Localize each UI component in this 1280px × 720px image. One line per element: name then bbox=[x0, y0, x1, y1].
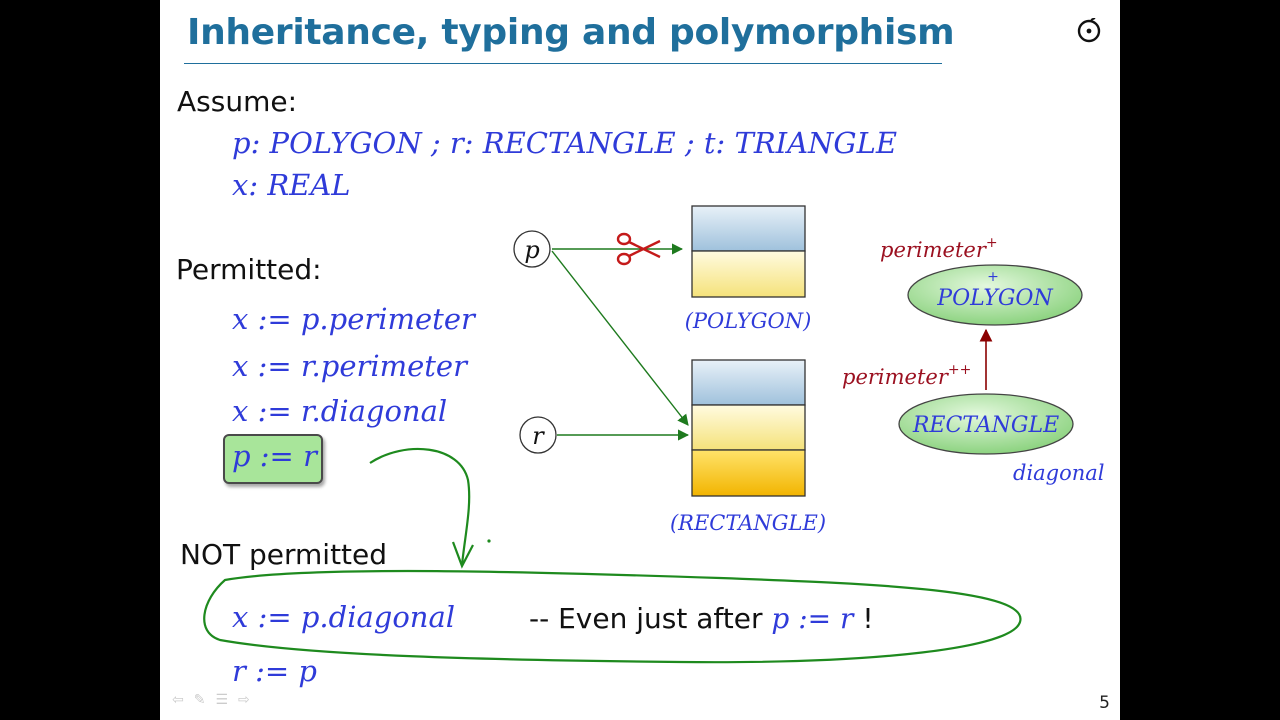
polygon-object-label: (POLYGON) bbox=[685, 309, 812, 333]
object-diagram: p r (POLYGON) (RECTANGLE) + POLYGON RECT… bbox=[203, 205, 1105, 664]
highlight-box bbox=[223, 434, 323, 484]
hand-drawn-arrow bbox=[369, 447, 471, 566]
scissors-icon bbox=[616, 232, 661, 266]
feature-perimeter-polygon: perimeter+ bbox=[880, 235, 998, 262]
slide-title: Inheritance, typing and polymorphism bbox=[187, 12, 955, 53]
feature-perimeter-rectangle: perimeter++ bbox=[842, 362, 971, 389]
comment-prefix: -- Even just after bbox=[529, 602, 763, 635]
p-new-arrow bbox=[551, 250, 689, 426]
hand-drawn-dot bbox=[487, 539, 491, 543]
not-permitted-heading: NOT permitted bbox=[180, 538, 388, 571]
comment-code: p := r bbox=[771, 602, 854, 635]
class-rectangle-name: RECTANGLE bbox=[912, 413, 1059, 438]
class-polygon-ellipse bbox=[907, 264, 1083, 326]
permitted-item-3: x := r.diagonal bbox=[232, 394, 448, 428]
polygon-object-bottom bbox=[691, 250, 806, 298]
logo-icon bbox=[1077, 18, 1101, 43]
class-rectangle-ellipse bbox=[898, 393, 1074, 455]
slide-nav-controls[interactable]: ⇦✎☰⇨ bbox=[172, 692, 260, 708]
title-underline bbox=[184, 63, 942, 64]
permitted-item-1: x := p.perimeter bbox=[232, 302, 475, 336]
class-polygon-name: POLYGON bbox=[936, 286, 1053, 311]
rectangle-object-middle bbox=[691, 404, 806, 451]
rectangle-object-bottom bbox=[691, 449, 806, 497]
polygon-object-top bbox=[691, 205, 806, 252]
hand-drawn-loop bbox=[203, 569, 1022, 664]
class-polygon-marker: + bbox=[987, 269, 999, 285]
rectangle-object-label: (RECTANGLE) bbox=[670, 511, 826, 535]
assume-line-2: x: REAL bbox=[232, 168, 351, 202]
feature-diagonal: diagonal bbox=[1013, 461, 1105, 485]
comment-suffix: ! bbox=[862, 602, 874, 635]
comment-line: -- Even just after p := r ! bbox=[529, 602, 874, 635]
permitted-item-4: p := r bbox=[232, 439, 317, 473]
permitted-heading: Permitted: bbox=[176, 253, 322, 286]
hand-drawn-arrowhead bbox=[451, 541, 474, 569]
assume-heading: Assume: bbox=[177, 85, 298, 118]
ref-r-circle bbox=[519, 416, 557, 454]
permitted-item-2: x := r.perimeter bbox=[232, 349, 467, 383]
ref-r-label: r bbox=[532, 422, 545, 450]
assume-line-1: p: POLYGON ; r: RECTANGLE ; t: TRIANGLE bbox=[232, 126, 898, 160]
slide: Inheritance, typing and polymorphism Ass… bbox=[160, 0, 1120, 720]
not-permitted-item-1: x := p.diagonal bbox=[232, 600, 456, 634]
ref-p-label: p bbox=[524, 236, 539, 264]
page-number: 5 bbox=[1099, 693, 1110, 713]
rectangle-object-top bbox=[691, 359, 806, 406]
not-permitted-item-2: r := p bbox=[232, 654, 317, 688]
ref-p-circle bbox=[513, 230, 551, 268]
